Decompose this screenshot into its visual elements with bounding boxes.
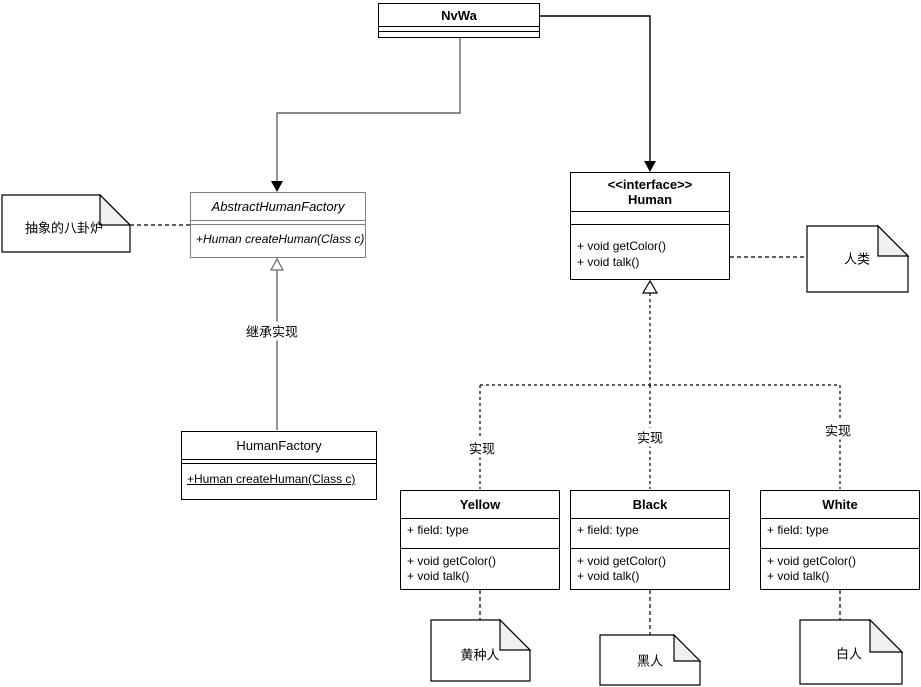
field-black: + field: type xyxy=(577,523,639,537)
class-nvwa-methods-compartment xyxy=(379,31,539,37)
field-white: + field: type xyxy=(767,523,829,537)
note-white-person-shape[interactable] xyxy=(799,618,904,685)
note-furnace-text[interactable]: 抽象的八卦炉 xyxy=(24,220,104,236)
class-human-factory-methods-compartment: +Human createHuman(Class c) xyxy=(182,463,376,499)
arrowhead-filled-human xyxy=(644,161,656,172)
note-white-person-text[interactable]: 白人 xyxy=(835,646,863,662)
note-human-shape[interactable] xyxy=(806,224,910,293)
class-white-title: White xyxy=(822,497,858,512)
class-human-interface-fields-compartment xyxy=(571,211,729,224)
class-abstract-human-factory[interactable]: AbstractHumanFactory +Human createHuman(… xyxy=(190,192,366,258)
class-yellow-title: Yellow xyxy=(459,497,501,512)
class-black-methods-compartment: + void getColor() + void talk() xyxy=(571,548,729,589)
class-nvwa-fields-compartment xyxy=(379,26,539,31)
class-white-methods-compartment: + void getColor() + void talk() xyxy=(761,548,919,589)
edge-label-inherit[interactable]: 继承实现 xyxy=(243,321,301,341)
arrowhead-hollow-human xyxy=(641,279,659,294)
method-talk: + void talk() xyxy=(767,569,830,583)
method-get-color: + void getColor() xyxy=(577,239,667,253)
method-create-human-abstract: +Human createHuman(Class c) xyxy=(196,232,365,246)
method-talk: + void talk() xyxy=(577,569,640,583)
class-human-interface[interactable]: <<interface>> Human + void getColor() + … xyxy=(570,172,730,280)
class-nvwa[interactable]: NvWa xyxy=(378,3,540,38)
human-stereotype: <<interface>> xyxy=(607,177,693,192)
method-get-color: + void getColor() xyxy=(767,554,857,568)
note-yellow-person-shape[interactable] xyxy=(430,618,532,682)
edge-nvwa-to-human[interactable] xyxy=(540,15,651,163)
class-yellow[interactable]: Yellow + field: type + void getColor() +… xyxy=(400,490,560,590)
class-abstract-human-factory-title: AbstractHumanFactory xyxy=(211,199,345,214)
method-create-human: +Human createHuman(Class c) xyxy=(187,472,356,486)
class-black[interactable]: Black + field: type + void getColor() + … xyxy=(570,490,730,590)
field-yellow: + field: type xyxy=(407,523,469,537)
note-black-person-text[interactable]: 黑人 xyxy=(636,653,664,669)
method-talk: + void talk() xyxy=(407,569,470,583)
method-get-color: + void getColor() xyxy=(407,554,497,568)
class-human-factory[interactable]: HumanFactory +Human createHuman(Class c) xyxy=(181,431,377,500)
class-human-factory-title: HumanFactory xyxy=(236,438,322,453)
class-abstract-human-factory-methods-compartment: +Human createHuman(Class c) xyxy=(191,224,365,257)
arrowhead-filled-abstractfactory xyxy=(271,181,283,192)
class-yellow-methods-compartment: + void getColor() + void talk() xyxy=(401,548,559,589)
edge-label-realize-yellow[interactable]: 实现 xyxy=(466,438,498,458)
class-white[interactable]: White + field: type + void getColor() + … xyxy=(760,490,920,590)
note-human-text[interactable]: 人类 xyxy=(843,251,871,267)
class-yellow-fields-compartment: + field: type xyxy=(401,518,559,548)
human-title: Human xyxy=(627,192,673,207)
edge-nvwa-to-abstractfactory[interactable] xyxy=(276,37,461,183)
class-white-fields-compartment: + field: type xyxy=(761,518,919,548)
class-black-title: Black xyxy=(632,497,668,512)
class-human-factory-fields-compartment xyxy=(182,459,376,463)
class-human-interface-title: <<interface>> Human xyxy=(571,173,729,211)
note-yellow-person-text[interactable]: 黄种人 xyxy=(460,647,500,663)
edge-label-realize-black[interactable]: 实现 xyxy=(634,427,666,447)
class-abstract-human-factory-fields-compartment xyxy=(191,220,365,224)
class-human-interface-methods-compartment: + void getColor() + void talk() xyxy=(571,224,729,279)
edge-label-realize-white[interactable]: 实现 xyxy=(822,420,854,440)
arrowhead-hollow-abstractfactory xyxy=(269,257,285,271)
class-black-fields-compartment: + field: type xyxy=(571,518,729,548)
method-talk: + void talk() xyxy=(577,255,640,269)
note-black-person-shape[interactable] xyxy=(599,633,702,686)
method-get-color: + void getColor() xyxy=(577,554,667,568)
class-nvwa-title: NvWa xyxy=(441,7,477,23)
note-furnace-shape[interactable] xyxy=(1,193,132,253)
